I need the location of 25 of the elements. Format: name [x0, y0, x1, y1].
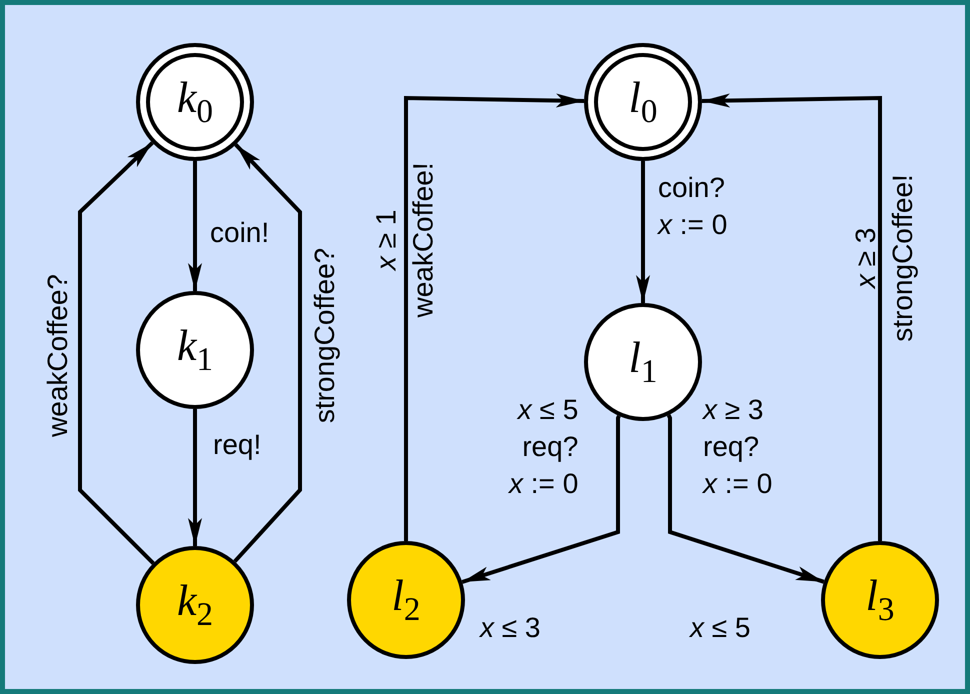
transition-arrow — [636, 161, 650, 303]
state-name: l$_{1}$ — [628, 336, 658, 388]
transition-arrow — [188, 161, 202, 291]
transition-arrow — [666, 414, 824, 584]
transition-arrow — [233, 143, 302, 563]
edge-label: strongCoffee? — [308, 247, 341, 423]
edge-label: x ≤ 5 req? x := 0 — [509, 393, 578, 501]
state-name: k$_{1}$ — [176, 324, 214, 376]
transition-arrow — [188, 409, 202, 546]
edge-label: coin? x := 0 — [658, 171, 728, 242]
edge-label: weakCoffee? — [40, 274, 74, 436]
edge-label: coin! — [210, 216, 270, 250]
state-name: l$_{0}$ — [628, 76, 658, 128]
transition-arrow — [462, 415, 621, 584]
transition-arrow — [404, 94, 584, 541]
state-name: l$_{3}$ — [866, 574, 894, 626]
state-name: k$_{0}$ — [176, 76, 214, 128]
state-invariant: x ≤ 3 — [480, 612, 540, 644]
state-name: l$_{2}$ — [392, 574, 420, 626]
transition-arrow — [78, 141, 155, 565]
state-invariant: x ≤ 5 — [690, 612, 750, 644]
edge-label: x ≥ 3 req? x := 0 — [703, 393, 772, 501]
transition-arrow — [702, 94, 882, 541]
edge-label: req! — [213, 428, 262, 462]
state-name: k$_{2}$ — [176, 578, 214, 632]
